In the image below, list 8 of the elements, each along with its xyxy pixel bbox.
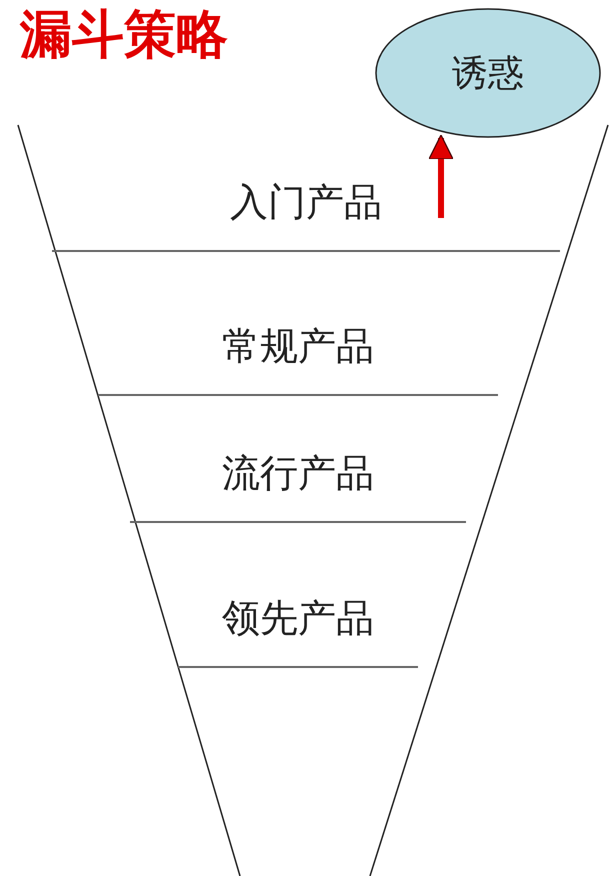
ellipse-node bbox=[375, 8, 601, 138]
arrow bbox=[428, 134, 454, 218]
node-label: 常规产品 bbox=[222, 323, 374, 370]
node-label: 入门产品 bbox=[230, 179, 382, 226]
node-label: 领先产品 bbox=[222, 595, 374, 642]
node-label: 流行产品 bbox=[222, 450, 374, 497]
node-label: 诱惑 bbox=[452, 52, 524, 96]
title: 漏斗策略 bbox=[20, 3, 228, 67]
